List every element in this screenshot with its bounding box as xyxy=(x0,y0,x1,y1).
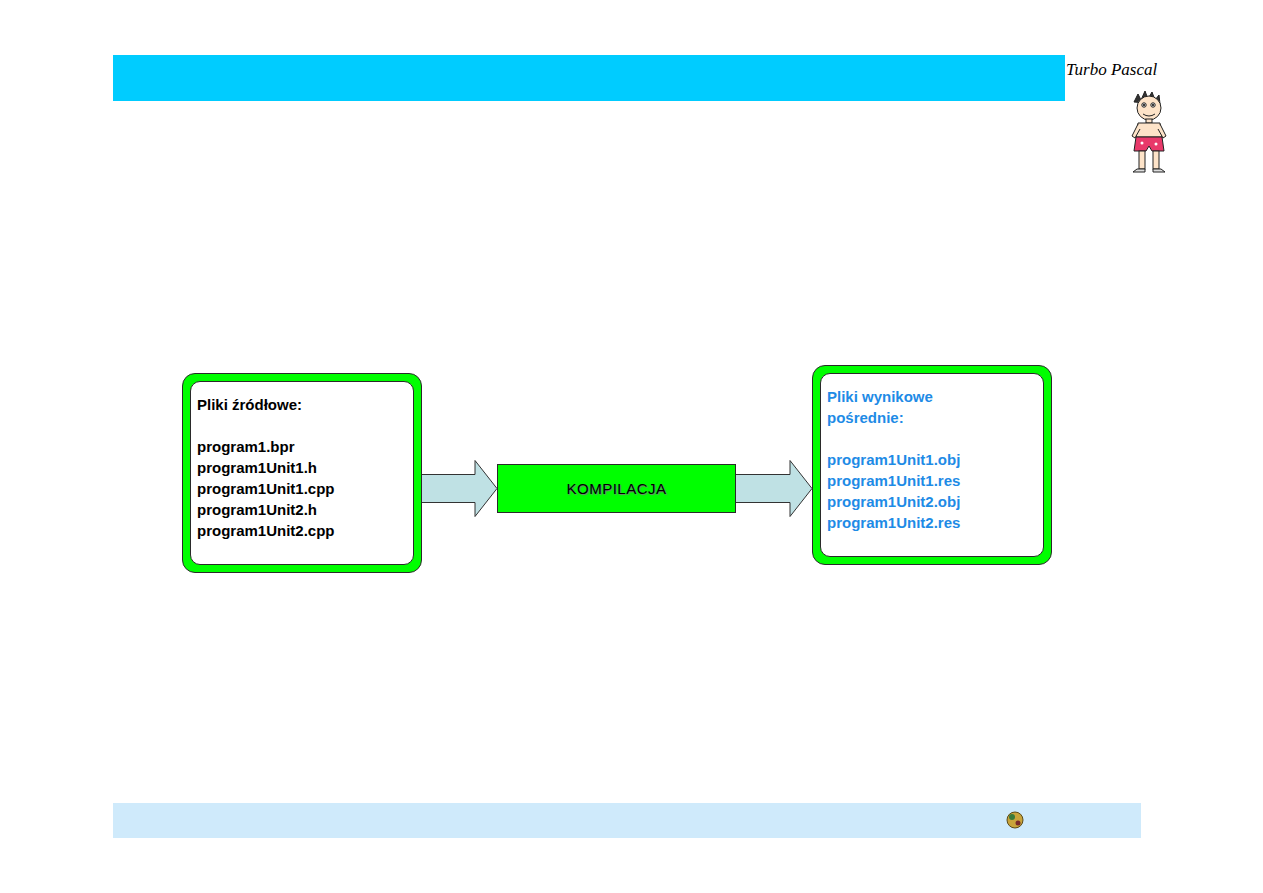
footer-bar xyxy=(113,803,1141,838)
block-arrow xyxy=(420,461,497,517)
file-name: program1Unit1.h xyxy=(197,457,407,478)
footer-icon xyxy=(1007,812,1023,828)
brand-label: Turbo Pascal xyxy=(1066,60,1157,80)
file-list-box: Pliki wynikowe pośrednie: program1Unit1.o… xyxy=(812,365,1052,565)
cartoon-figure xyxy=(1132,91,1166,172)
file-list-box: Pliki źródłowe:program1.bprprogram1Unit1… xyxy=(182,373,422,573)
file-name: program1Unit2.res xyxy=(827,512,1037,533)
file-name: program1Unit2.cpp xyxy=(197,520,407,541)
box-inner-panel: Pliki wynikowe pośrednie: program1Unit1.o… xyxy=(820,373,1044,557)
title-bar xyxy=(113,55,1065,101)
file-name: program1Unit1.obj xyxy=(827,449,1037,470)
file-name: program1Unit2.obj xyxy=(827,491,1037,512)
file-name: program1.bpr xyxy=(197,436,407,457)
file-name: program1Unit1.res xyxy=(827,470,1037,491)
process-label: KOMPILACJA xyxy=(566,478,666,499)
process-box: KOMPILACJA xyxy=(497,464,736,513)
box-inner-panel: Pliki źródłowe:program1.bprprogram1Unit1… xyxy=(190,381,414,565)
box-heading: Pliki źródłowe: xyxy=(197,394,407,415)
file-name: program1Unit2.h xyxy=(197,499,407,520)
block-arrow xyxy=(734,461,812,517)
box-heading: Pliki wynikowe pośrednie: xyxy=(827,386,977,428)
file-name: program1Unit1.cpp xyxy=(197,478,407,499)
